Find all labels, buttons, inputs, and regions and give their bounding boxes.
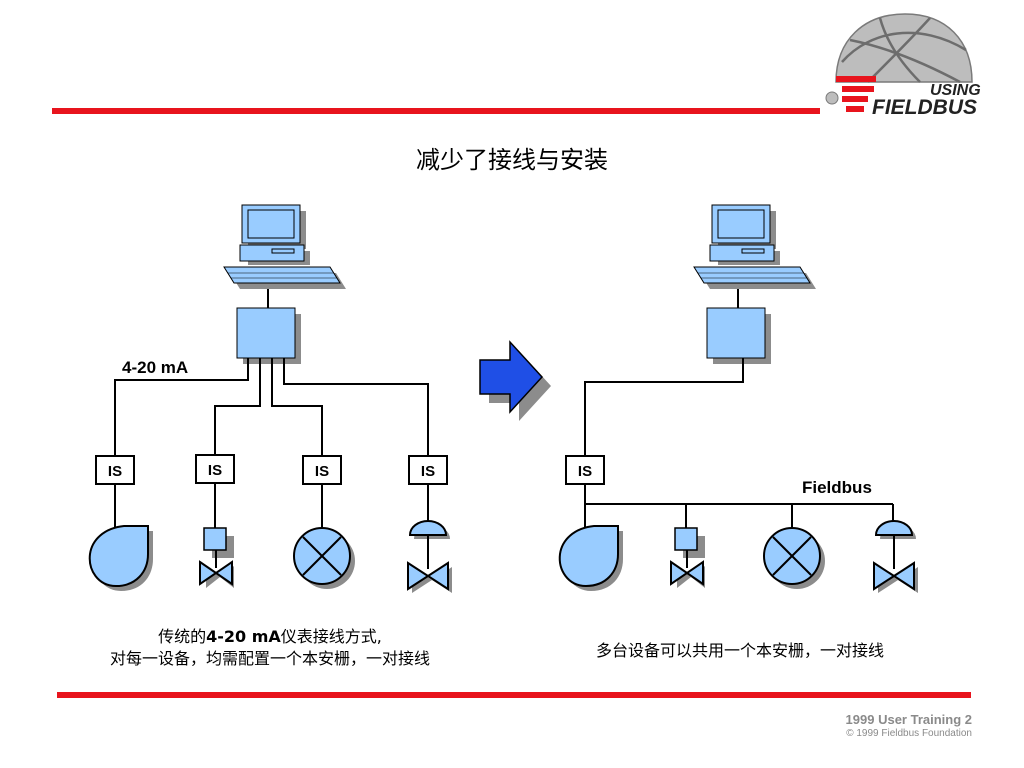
is-barrier bbox=[195, 454, 235, 484]
signal-label: 4-20 mA bbox=[122, 358, 188, 377]
caption-bold: 4-20 mA bbox=[206, 627, 281, 646]
footer-rule bbox=[57, 692, 971, 698]
controller-box bbox=[236, 307, 302, 365]
caption-suffix: 仪表接线方式, bbox=[280, 627, 382, 646]
is-barrier bbox=[408, 455, 448, 485]
left-diagram: IS IS IS IS 4-20 mA bbox=[88, 204, 453, 594]
is-label: IS bbox=[208, 462, 222, 479]
actuated-valve-icon bbox=[873, 520, 919, 594]
control-valve-icon bbox=[670, 527, 706, 589]
fieldbus-label: Fieldbus bbox=[802, 478, 872, 497]
caption-prefix: 传统的 bbox=[158, 627, 207, 646]
right-diagram: IS Fieldbus bbox=[558, 204, 919, 594]
controller-box bbox=[706, 307, 772, 365]
left-caption: 传统的4-20 mA仪表接线方式, 对每一设备，均需配置一个本安栅，一对接线 bbox=[60, 626, 480, 670]
is-label: IS bbox=[421, 463, 435, 480]
slide-title: 减少了接线与安装 bbox=[416, 146, 608, 174]
header-rule bbox=[52, 108, 820, 114]
is-barrier bbox=[95, 455, 135, 485]
actuated-valve-icon bbox=[407, 520, 453, 594]
computer-icon bbox=[693, 204, 817, 290]
pump-icon bbox=[88, 525, 154, 592]
control-valve-icon bbox=[199, 527, 235, 589]
logo-line1: USING bbox=[930, 82, 981, 99]
computer-icon bbox=[223, 204, 347, 290]
right-caption: 多台设备可以共用一个本安栅，一对接线 bbox=[595, 641, 884, 660]
is-label: IS bbox=[578, 463, 592, 480]
flow-meter-icon bbox=[293, 527, 356, 590]
left-caption-line2: 对每一设备，均需配置一个本安栅，一对接线 bbox=[109, 649, 430, 668]
footer-copyright: © 1999 Fieldbus Foundation bbox=[846, 728, 972, 739]
logo-line2: FIELDBUS bbox=[872, 96, 977, 119]
transition-arrow bbox=[479, 340, 551, 421]
flow-meter-icon bbox=[763, 527, 826, 590]
is-barrier bbox=[565, 455, 605, 485]
point-to-point-wiring bbox=[114, 358, 429, 536]
is-barrier bbox=[302, 455, 342, 485]
is-label: IS bbox=[315, 463, 329, 480]
fieldbus-wiring bbox=[584, 358, 894, 528]
pump-icon bbox=[558, 525, 624, 592]
footer-title: 1999 User Training 2 bbox=[845, 712, 972, 727]
is-label: IS bbox=[108, 463, 122, 480]
left-caption-line1: 传统的4-20 mA仪表接线方式, bbox=[60, 626, 480, 648]
using-fieldbus-logo: USING FIELDBUS bbox=[825, 13, 981, 119]
